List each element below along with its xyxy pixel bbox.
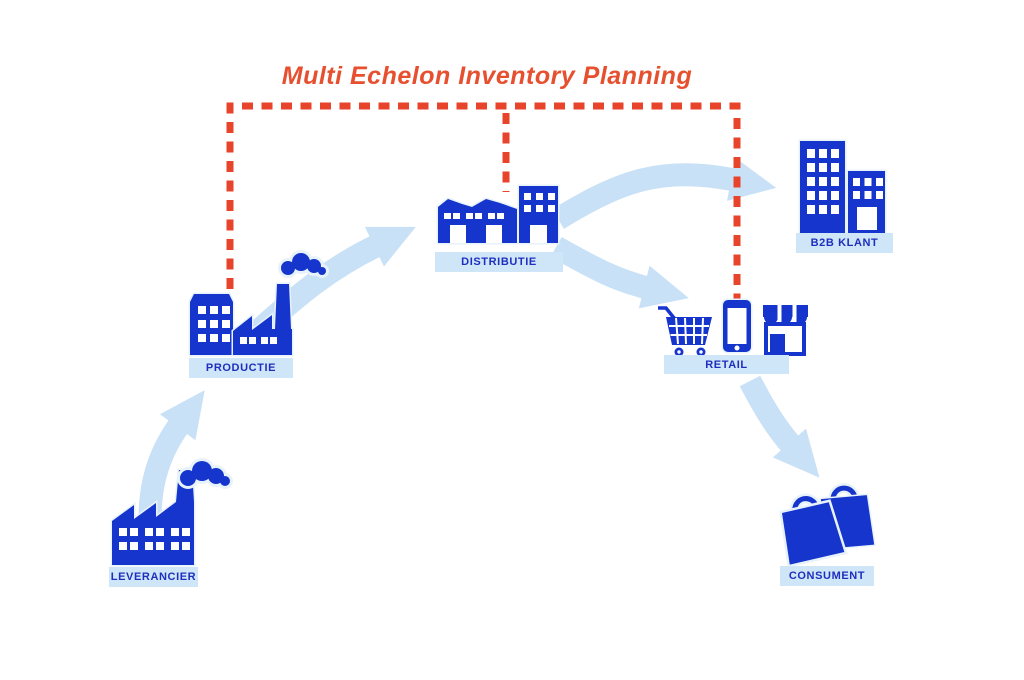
warehouse-and-building-icon — [436, 184, 560, 245]
label-leverancier: LEVERANCIER — [109, 567, 198, 587]
factory-icon — [110, 458, 233, 567]
arrow-distributie-to-retail — [550, 236, 689, 309]
planning-scope-dashed-line — [226, 102, 741, 302]
label-distributie: DISTRIBUTIE — [435, 252, 563, 272]
factory-windows — [240, 337, 277, 344]
office-door — [857, 207, 877, 230]
cart-mesh — [669, 317, 709, 345]
label-consument: CONSUMENT — [780, 566, 874, 586]
arrow-distributie-to-b2b-klant — [552, 157, 777, 229]
factory-with-building-icon — [188, 250, 329, 357]
office-buildings-icon — [798, 139, 887, 236]
retail-icons — [658, 298, 808, 357]
smartphone-icon — [721, 298, 753, 354]
office-windows — [807, 149, 839, 214]
shopping-cart-icon — [658, 306, 712, 357]
building-door — [530, 225, 547, 243]
shopping-bags-icon — [779, 483, 876, 568]
label-productie: PRODUCTIE — [189, 358, 293, 378]
smoke-cloud-icon — [278, 250, 329, 278]
arrow-retail-to-consument — [739, 375, 820, 478]
warehouse-windows — [444, 213, 504, 219]
diagram-title: Multi Echelon Inventory Planning — [281, 62, 693, 90]
office-windows — [853, 178, 883, 199]
label-b2b-klant: B2B KLANT — [796, 233, 893, 253]
dashed-scope-outline — [226, 102, 741, 302]
smoke-cloud-icon — [177, 458, 233, 489]
storefront-icon — [763, 305, 808, 356]
warehouse-door — [450, 225, 466, 243]
factory-windows — [119, 528, 190, 550]
label-retail: RETAIL — [664, 355, 789, 374]
shopping-bag-left — [779, 493, 848, 568]
building-windows — [524, 193, 555, 212]
warehouse-door — [486, 225, 502, 243]
building-windows — [198, 306, 230, 342]
